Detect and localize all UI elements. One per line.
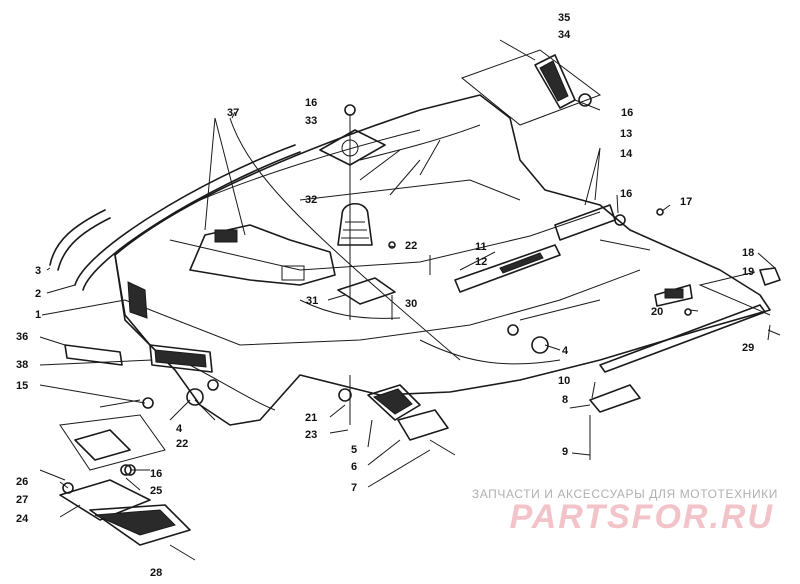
callout-label: 17 [680, 196, 692, 208]
callout-label: 5 [351, 444, 357, 456]
callout-label: 31 [306, 295, 318, 307]
windshield-trim [49, 144, 301, 291]
callout-label: 26 [16, 476, 28, 488]
callout-label: 29 [742, 342, 754, 354]
callout-label: 12 [475, 256, 487, 268]
callout-label: 15 [16, 380, 28, 392]
callout-label: 16 [620, 188, 632, 200]
dash-panel [189, 224, 336, 286]
hood-body [114, 94, 771, 426]
watermark-caption: ЗАПЧАСТИ И АКСЕССУАРЫ ДЛЯ МОТОТЕХНИКИ [471, 487, 778, 501]
watermark-logo: PARTSFOR.RU [509, 498, 774, 536]
callout-label: 4 [562, 345, 569, 357]
callout-label: 14 [620, 148, 633, 160]
callout-label: 24 [16, 513, 29, 525]
callout-label: 20 [651, 306, 663, 318]
callout-label: 27 [16, 494, 28, 506]
grommets [99, 104, 781, 476]
callout-label: 16 [150, 468, 162, 480]
callout-label: 36 [16, 331, 28, 343]
side-rail [599, 267, 781, 373]
callout-label: 34 [558, 29, 571, 41]
callout-label: 10 [558, 375, 570, 387]
callout-label: 6 [351, 461, 357, 473]
callout-label: 22 [176, 438, 188, 450]
callout-labels: 35 34 16 33 37 16 13 14 16 17 32 22 11 1… [16, 12, 754, 579]
callout-label: 30 [405, 298, 417, 310]
callout-label: 23 [305, 429, 317, 441]
callout-label: 38 [16, 359, 28, 371]
hinge-bracket [460, 39, 602, 126]
latch-parts [338, 384, 641, 460]
callout-label: 35 [558, 12, 570, 24]
leader-lines [39, 99, 776, 518]
callout-label: 33 [305, 115, 317, 127]
callout-label: 16 [621, 107, 633, 119]
callout-label: 22 [405, 240, 417, 252]
callout-label: 37 [227, 107, 239, 119]
callout-label: 13 [620, 128, 632, 140]
callout-label: 16 [305, 97, 317, 109]
callout-label: 11 [475, 241, 487, 253]
callout-label: 8 [562, 394, 568, 406]
callout-label: 3 [35, 265, 41, 277]
callout-label: 28 [150, 567, 162, 579]
callout-label: 25 [150, 485, 162, 497]
callout-label: 32 [305, 194, 317, 206]
grille [64, 281, 213, 373]
callout-label: 7 [351, 482, 357, 494]
callout-label: 21 [305, 412, 317, 424]
callout-label: 18 [742, 247, 754, 259]
callout-label: 9 [562, 446, 568, 458]
callout-label: 4 [176, 423, 183, 435]
callout-label: 2 [35, 288, 41, 300]
callout-label: 1 [35, 309, 41, 321]
lower-bracket [39, 414, 196, 561]
callout-label: 19 [742, 266, 754, 278]
steering-assembly [319, 115, 396, 320]
